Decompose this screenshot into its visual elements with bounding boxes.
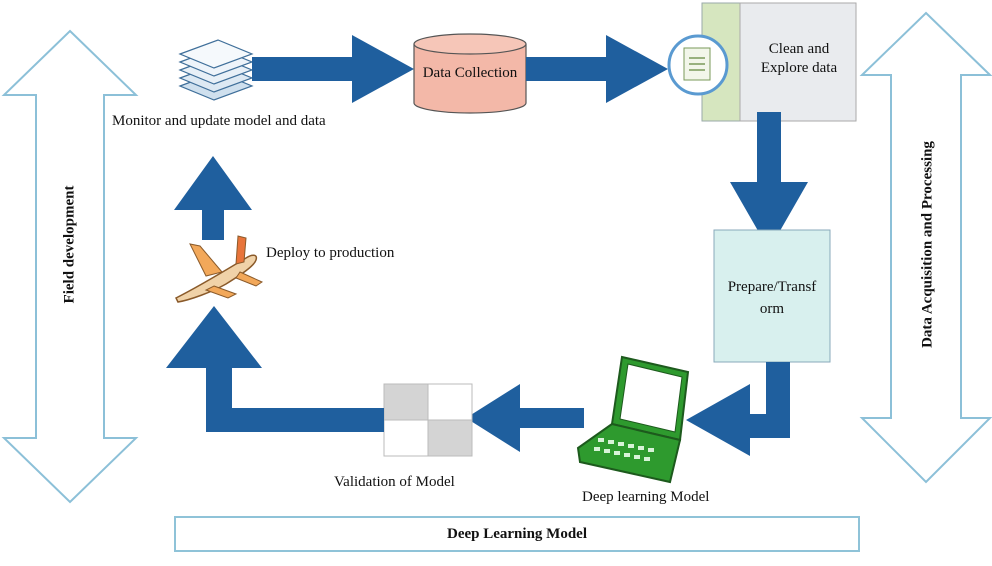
arrow-to-deep-learning-model	[686, 362, 790, 456]
airplane-icon	[174, 235, 264, 303]
monitor-label: Monitor and update model and data	[112, 113, 326, 129]
field-development-label: Field development	[61, 185, 78, 304]
deep-learning-model-banner: Deep Learning Model	[174, 516, 860, 552]
prepare-transform-box	[713, 229, 831, 363]
arrow-to-monitor	[174, 156, 252, 240]
arrow-to-prepare-transform	[730, 112, 808, 250]
validation-grid-icon	[383, 383, 473, 457]
deploy-label: Deploy to production	[266, 245, 395, 261]
prepare-transform-label: Prepare/Transf orm	[727, 279, 817, 317]
data-collection-label: Data Collection	[422, 65, 518, 81]
data-acquisition-label: Data Acquisition and Processing	[919, 141, 936, 348]
arrow-to-clean-explore	[526, 35, 668, 103]
validation-label: Validation of Model	[334, 474, 455, 490]
deep-learning-model-label: Deep learning Model	[582, 489, 710, 505]
laptop-icon	[576, 355, 690, 484]
arrow-to-validation	[466, 384, 584, 452]
field-development-double-arrow	[1, 29, 139, 504]
documents-stack-icon	[178, 39, 254, 101]
data-acquisition-double-arrow	[859, 11, 992, 484]
arrow-to-data-collection	[252, 35, 414, 103]
arrow-to-deploy	[166, 306, 384, 432]
data-collection-cylinder	[413, 33, 527, 114]
clean-explore-label: Clean and Explore data	[760, 41, 838, 76]
clean-explore-box	[667, 2, 857, 122]
